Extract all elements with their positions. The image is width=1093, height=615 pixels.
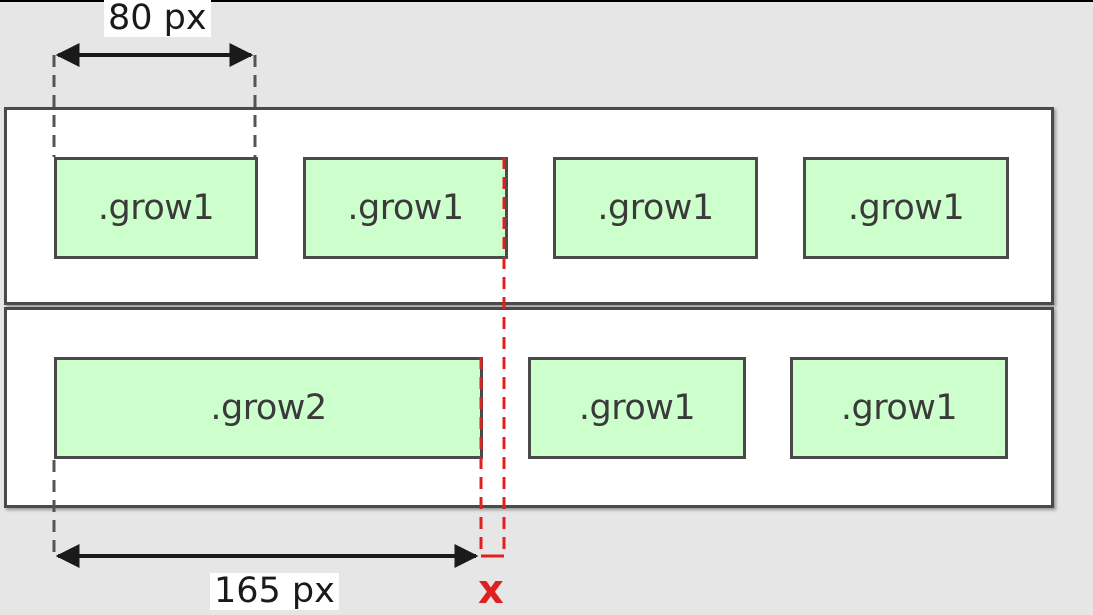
- dimension-label-80px: 80 px: [104, 0, 211, 37]
- dimension-label-165px: 165 px: [210, 573, 339, 610]
- difference-marker-x: x: [478, 567, 504, 613]
- flex-container-row-1: .grow1 .grow1 .grow1 .grow1: [4, 107, 1054, 305]
- flex-item: .grow1: [553, 157, 758, 259]
- flex-item: .grow1: [803, 157, 1009, 259]
- flex-container-row-2: .grow2 .grow1 .grow1: [4, 307, 1054, 508]
- flex-item: .grow1: [303, 157, 508, 259]
- flex-item: .grow1: [54, 157, 258, 259]
- flex-item: .grow1: [790, 357, 1008, 459]
- flex-item: .grow1: [528, 357, 746, 459]
- top-border: [0, 0, 1093, 2]
- flex-item-wide: .grow2: [54, 357, 483, 459]
